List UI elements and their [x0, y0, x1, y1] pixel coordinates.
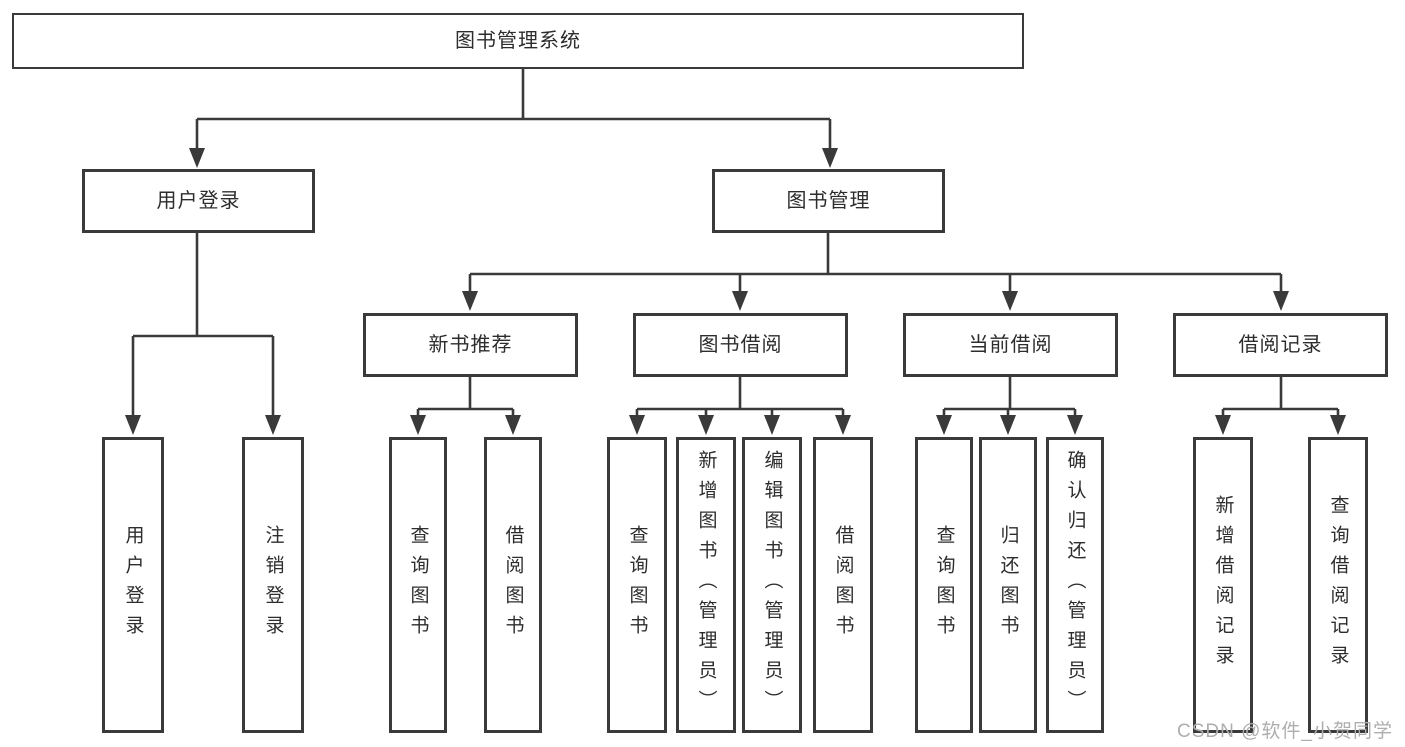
node-label: 编辑图书（管理员）	[761, 450, 783, 720]
arrowhead	[462, 291, 478, 311]
leaf-node-add-borrow-record: 新增借阅记录	[1193, 437, 1253, 733]
arrowhead	[936, 415, 952, 435]
arrowhead	[835, 415, 851, 435]
arrowhead	[1067, 415, 1083, 435]
arrowhead	[1273, 291, 1289, 311]
arrowhead	[822, 148, 838, 168]
node-label: 借阅记录	[1238, 334, 1323, 356]
node-label: 新增图书（管理员）	[695, 450, 717, 720]
arrowhead	[189, 148, 205, 168]
node-label: 新增借阅记录	[1212, 495, 1234, 675]
arrowhead	[410, 415, 426, 435]
node-label: 借阅图书	[502, 525, 524, 645]
node-label: 注销登录	[262, 525, 284, 645]
node-label: 新书推荐	[428, 334, 513, 356]
leaf-node-confirm-return-admin: 确认归还（管理员）	[1046, 437, 1104, 733]
leaf-node-query-borrow-record: 查询借阅记录	[1308, 437, 1368, 733]
node-label: 确认归还（管理员）	[1064, 450, 1086, 720]
node-label: 查询图书	[626, 525, 648, 645]
leaf-node-add-book-admin: 新增图书（管理员）	[676, 437, 736, 733]
leaf-node-user-login: 用户登录	[102, 437, 164, 733]
arrowhead	[1330, 415, 1346, 435]
arrowhead	[1000, 415, 1016, 435]
arrowhead	[265, 415, 281, 435]
leaf-node-query-books: 查询图书	[915, 437, 973, 733]
node-book-management: 图书管理	[712, 169, 945, 233]
leaf-node-edit-book-admin: 编辑图书（管理员）	[742, 437, 802, 733]
node-current-borrowing: 当前借阅	[903, 313, 1118, 377]
node-label: 查询借阅记录	[1327, 495, 1349, 675]
node-label: 用户登录	[156, 190, 241, 212]
node-label: 借阅图书	[832, 525, 854, 645]
node-borrowing-records: 借阅记录	[1173, 313, 1388, 377]
node-label: 用户登录	[122, 525, 144, 645]
node-label: 查询图书	[933, 525, 955, 645]
csdn-watermark: CSDN @软件_小贺同学	[1177, 721, 1393, 742]
leaf-node-borrow-books: 借阅图书	[484, 437, 542, 733]
leaf-node-query-books: 查询图书	[389, 437, 447, 733]
arrowhead	[1215, 415, 1231, 435]
leaf-node-return-books: 归还图书	[979, 437, 1037, 733]
arrowhead	[505, 415, 521, 435]
leaf-node-logout: 注销登录	[242, 437, 304, 733]
node-label: 图书借阅	[698, 334, 783, 356]
node-label: 查询图书	[407, 525, 429, 645]
node-label: 图书管理系统	[455, 30, 581, 52]
leaf-node-borrow-books: 借阅图书	[813, 437, 873, 733]
arrowhead	[764, 415, 780, 435]
node-root-library-system: 图书管理系统	[12, 13, 1024, 69]
node-book-borrowing: 图书借阅	[633, 313, 848, 377]
node-label: 当前借阅	[968, 334, 1053, 356]
arrowhead	[125, 415, 141, 435]
node-new-book-recommend: 新书推荐	[363, 313, 578, 377]
arrowhead	[1002, 291, 1018, 311]
node-label: 图书管理	[786, 190, 871, 212]
node-label: 归还图书	[997, 525, 1019, 645]
arrowhead	[698, 415, 714, 435]
arrowhead	[732, 291, 748, 311]
arrowhead	[629, 415, 645, 435]
node-user-login: 用户登录	[82, 169, 315, 233]
leaf-node-query-books: 查询图书	[607, 437, 667, 733]
